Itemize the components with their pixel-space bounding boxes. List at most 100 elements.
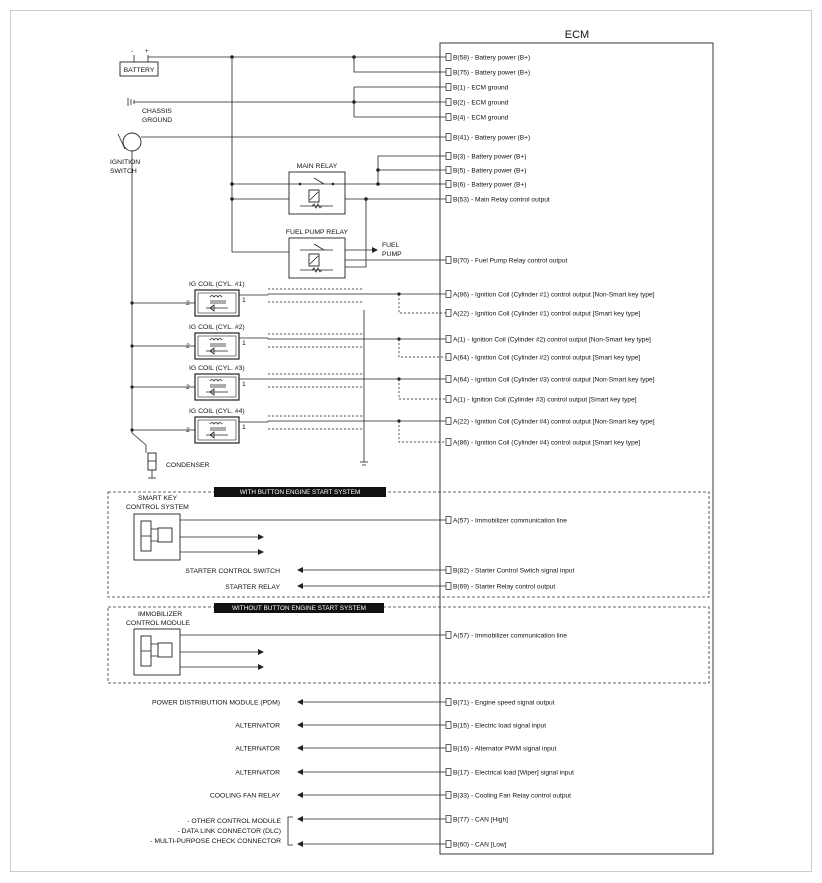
coil-pin-1: 1 [242, 424, 246, 431]
battery: - + BATTERY [119, 49, 159, 77]
immobilizer-module [133, 628, 181, 676]
ecm-pin-label: B(71) - Engine speed signal output [453, 699, 555, 706]
ecm-pin-label: A(64) - Ignition Coil (Cylinder #3) cont… [453, 376, 655, 383]
ecm-pin-label: B(69) - Starter Relay control output [453, 583, 555, 590]
chassis-ground-label-1: CHASSIS [142, 108, 172, 115]
fuel-pump-label-2: PUMP [382, 251, 402, 258]
ignition-switch-label-1: IGNITION [110, 159, 140, 166]
ecm-pin-13: A(22) - Ignition Coil (Cylinder #1) cont… [445, 309, 640, 317]
ecm-pin-label: B(5) - Battery power (B+) [453, 167, 526, 174]
ecm-pin-label: B(60) - CAN [Low] [453, 841, 507, 848]
ecm-pin-19: A(86) - Ignition Coil (Cylinder #4) cont… [445, 438, 640, 446]
immobilizer-section [107, 606, 710, 684]
ecm-pin-label: A(22) - Ignition Coil (Cylinder #1) cont… [453, 310, 640, 317]
ecm-pin-label: B(4) - ECM ground [453, 114, 509, 121]
ecm-pin-25: B(15) - Electric load signal input [445, 721, 546, 729]
ecm-pin-3: B(1) - ECM ground [445, 83, 509, 91]
output-row-4: ALTERNATOR [235, 769, 446, 776]
ecm-pin-26: B(16) - Alternator PWM signal input [445, 744, 557, 752]
ecm-pin-30: B(60) - CAN [Low] [445, 840, 507, 848]
ecm-pin-label: A(57) - Immobilizer communication line [453, 632, 567, 639]
battery-label: BATTERY [124, 67, 155, 74]
ecm-title: ECM [565, 29, 589, 41]
svg-text:+: + [145, 49, 149, 55]
ecm-pin-label: B(15) - Electric load signal input [453, 722, 546, 729]
coil-pin-2: 2 [186, 300, 190, 307]
output-target-label: POWER DISTRIBUTION MODULE (PDM) [152, 699, 280, 706]
starter-relay-label: STARTER RELAY [225, 584, 280, 591]
ecm-pin-label: B(1) - ECM ground [453, 84, 509, 91]
condenser: CONDENSER [131, 432, 210, 479]
chassis-ground-label-2: GROUND [142, 117, 172, 124]
ig-coil-3: IG COIL (CYL. #3) 2 1 [130, 365, 446, 401]
ecm-pin-18: A(22) - Ignition Coil (Cylinder #4) cont… [445, 417, 655, 425]
output-signals: POWER DISTRIBUTION MODULE (PDM) ALTERNATO… [152, 699, 446, 799]
ecm-pin-7: B(3) - Battery power (B+) [445, 152, 526, 160]
ecm-pin-14: A(1) - Ignition Coil (Cylinder #2) contr… [445, 335, 651, 343]
ecm-pin-15: A(64) - Ignition Coil (Cylinder #2) cont… [445, 353, 640, 361]
ecm-pin-22: B(69) - Starter Relay control output [445, 582, 555, 590]
output-target-label: ALTERNATOR [235, 745, 280, 752]
ecm-pin-12: A(86) - Ignition Coil (Cylinder #1) cont… [445, 290, 655, 298]
ecm-pin-label: B(33) - Cooling Fan Relay control output [453, 792, 571, 799]
ecm-pin-label: A(22) - Ignition Coil (Cylinder #4) cont… [453, 418, 655, 425]
ecm-pin-20: A(57) - Immobilizer communication line [445, 516, 567, 524]
coil-pin-1: 1 [242, 340, 246, 347]
immobilizer-module-label-2: CONTROL MODULE [126, 620, 190, 627]
output-row-2: ALTERNATOR [235, 722, 446, 729]
ecm-pin-21: B(82) - Starter Control Switch signal in… [445, 566, 574, 574]
ecm-pin-16: A(64) - Ignition Coil (Cylinder #3) cont… [445, 375, 655, 383]
ecm-pin-label: A(86) - Ignition Coil (Cylinder #4) cont… [453, 439, 640, 446]
can-target-3: - MULTI-PURPOSE CHECK CONNECTOR [150, 838, 281, 845]
coil-pin-1: 1 [242, 381, 246, 388]
ecm-pin-list: B(58) - Battery power (B+) B(75) - Batter… [445, 53, 655, 848]
ecm-pin-11: B(70) - Fuel Pump Relay control output [445, 256, 568, 264]
fuel-pump-relay: FUEL PUMP RELAY [286, 229, 349, 279]
ecm-pin-label: B(77) - CAN [High] [453, 816, 508, 823]
ecm-pin-label: B(58) - Battery power (B+) [453, 54, 530, 61]
ecm-pin-label: A(86) - Ignition Coil (Cylinder #1) cont… [453, 291, 655, 298]
ecm-pin-label: A(57) - Immobilizer communication line [453, 517, 567, 524]
ecm-pin-6: B(41) - Battery power (B+) [445, 133, 530, 141]
ecm-pin-label: B(16) - Alternator PWM signal input [453, 745, 557, 752]
ecm-pin-label: B(53) - Main Relay control output [453, 196, 550, 203]
ecm-pin-label: B(17) - Electrical load [Wiper] signal i… [453, 769, 574, 776]
coil-pin-1: 1 [242, 297, 246, 304]
can-target-1: - OTHER CONTROL MODULE [187, 818, 281, 825]
output-row-1: POWER DISTRIBUTION MODULE (PDM) [152, 699, 446, 706]
ecm-pin-label: B(75) - Battery power (B+) [453, 69, 530, 76]
smart-key-module-label-2: CONTROL SYSTEM [126, 504, 189, 511]
ig-coil-label: IG COIL (CYL. #4) [189, 408, 245, 415]
smart-key-module [133, 513, 181, 561]
ig-coil-label: IG COIL (CYL. #3) [189, 365, 245, 372]
ecm-pin-2: B(75) - Battery power (B+) [445, 68, 530, 76]
starter-control-switch-label: STARTER CONTROL SWITCH [185, 568, 280, 575]
coil-pin-2: 2 [186, 384, 190, 391]
ecm-pin-24: B(71) - Engine speed signal output [445, 698, 555, 706]
ecm-pin-9: B(6) - Battery power (B+) [445, 180, 526, 188]
ecm-box [439, 42, 714, 855]
ecm-pin-8: B(5) - Battery power (B+) [445, 166, 526, 174]
ig-coil-label: IG COIL (CYL. #2) [189, 324, 245, 331]
condenser-label: CONDENSER [166, 462, 210, 469]
ecm-pin-29: B(77) - CAN [High] [445, 815, 508, 823]
can-target-2: - DATA LINK CONNECTOR (DLC) [178, 828, 281, 835]
ecm-pin-label: A(1) - Ignition Coil (Cylinder #3) contr… [453, 396, 637, 403]
ecm-pin-label: B(41) - Battery power (B+) [453, 134, 530, 141]
ecm-pin-label: B(6) - Battery power (B+) [453, 181, 526, 188]
smart-key-banner [214, 487, 386, 497]
ecm-pin-label: B(82) - Starter Control Switch signal in… [453, 567, 574, 574]
ecm-pin-4: B(2) - ECM ground [445, 98, 509, 106]
ecm-pin-27: B(17) - Electrical load [Wiper] signal i… [445, 768, 574, 776]
ecm-pin-23: A(57) - Immobilizer communication line [445, 631, 567, 639]
ecm-pin-5: B(4) - ECM ground [445, 113, 509, 121]
can-targets: - OTHER CONTROL MODULE - DATA LINK CONNE… [150, 816, 293, 846]
smart-key-module-label-1: SMART KEY [138, 495, 177, 502]
output-row-5: COOLING FAN RELAY [210, 792, 446, 799]
chassis-ground: CHASSIS GROUND [127, 98, 172, 124]
